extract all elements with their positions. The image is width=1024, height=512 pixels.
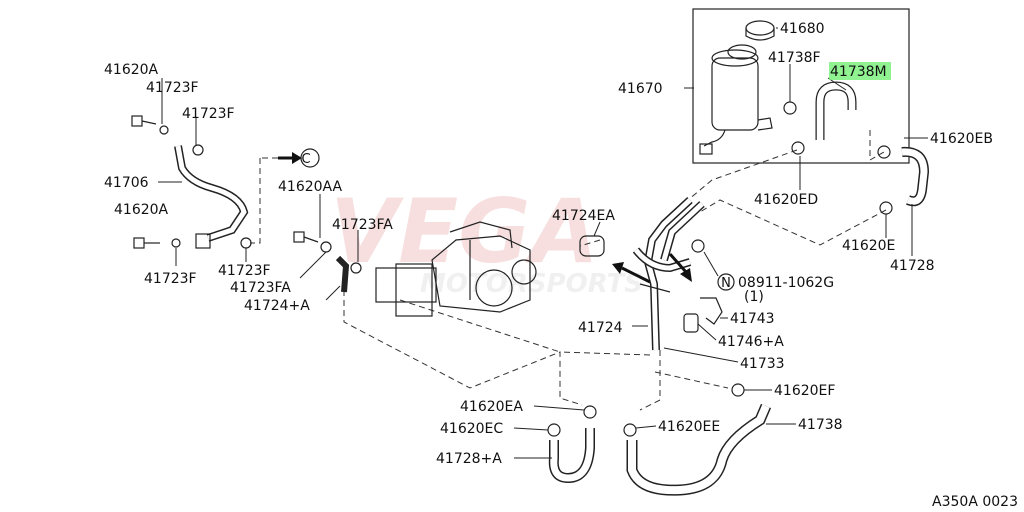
actuator-body [375,221,537,317]
label-41620ED: 41620ED [754,192,818,208]
label-41620A-top: 41620A [104,62,159,78]
label-41620A-mid: 41620A [114,202,169,218]
nut-symbol-n [717,273,735,291]
label-41738: 41738 [798,417,843,433]
label-41743: 41743 [730,311,775,327]
label-nut-n: N [721,276,731,291]
bolt-41620A-mid [133,237,160,249]
grommet-41724EA [579,235,605,257]
label-41620AA: 41620AA [278,179,343,195]
clamp-41620EB [877,145,891,159]
watermark-subtitle: MOTORSPORTS [420,269,643,299]
watermark-title: VEGA [330,180,599,283]
washer-41723F-4 [240,237,252,249]
label-08911: 08911-1062G [738,275,834,291]
leader-lines [158,27,928,459]
hose-41738-fill [628,404,770,495]
pipe-41724A [335,255,350,293]
label-41620E: 41620E [842,238,895,254]
label-41620EA: 41620EA [460,399,523,415]
label-circle-c: C [301,152,310,167]
hose-41728A-fill [550,428,594,482]
clamp-41620EF [731,383,745,397]
pipe-41724-assembly [632,197,705,351]
label-qty: (1) [744,289,764,305]
banjo-fitting-left [195,233,211,249]
reservoir-cap [745,20,775,41]
clamp-41620ED [791,141,805,155]
reservoir-tank [699,44,773,155]
bolt-41620A-top [131,115,157,127]
washer-41723F-2 [192,144,204,156]
label-41680: 41680 [780,21,825,37]
label-41723F-3: 41723F [144,271,197,287]
pipe-41706-fill [175,145,247,241]
label-41723F-4: 41723F [218,263,271,279]
label-41723FA-2: 41723FA [230,280,291,296]
clamp-41620EA [583,405,597,419]
diagram-id: A350A 0023 [932,494,1018,510]
label-41738F: 41738F [768,50,821,66]
label-41724EA: 41724EA [552,208,615,224]
arrow-left [621,266,651,284]
washer-41723F-3 [171,238,181,248]
label-41620EE: 41620EE [658,419,720,435]
arrow-right [668,253,688,273]
label-41723F-1: 41723F [146,80,199,96]
label-41723FA-1: 41723FA [332,217,393,233]
nut-08911 [691,239,705,253]
circle-c [300,148,320,168]
bushing-41746A [683,313,699,333]
label-41728A: 41728+A [436,451,502,467]
clamp-41620EE [623,423,637,437]
label-41733: 41733 [740,356,785,372]
clamp-41738F [783,101,797,115]
washer-41723FA-2 [350,262,362,274]
highlight-41738M [829,62,891,80]
washer-41723F-1 [159,125,169,135]
hose-41738M-fill [816,82,856,140]
arrow-left-head [612,262,624,274]
hose-41728-fill [901,148,928,205]
label-41723F-2: 41723F [182,106,235,122]
bolt-41620AA [293,231,319,243]
label-41724A: 41724+A [244,298,310,314]
reservoir-group-box [692,8,910,164]
label-41728: 41728 [890,258,935,274]
arrow-to-c-head [292,152,302,164]
watermark: VEGA MOTORSPORTS [330,180,643,299]
label-41724: 41724 [578,320,623,336]
arrow-right-head [680,268,692,282]
label-41670: 41670 [618,81,663,97]
clamp-41620EC [547,423,561,437]
label-41746A: 41746+A [718,334,784,350]
label-41706: 41706 [104,175,149,191]
bracket-41743 [700,297,723,325]
label-41620EC: 41620EC [440,421,503,437]
label-41620EB: 41620EB [930,131,993,147]
label-41620EF: 41620EF [774,383,835,399]
label-41738M[interactable]: 41738M [830,64,887,80]
